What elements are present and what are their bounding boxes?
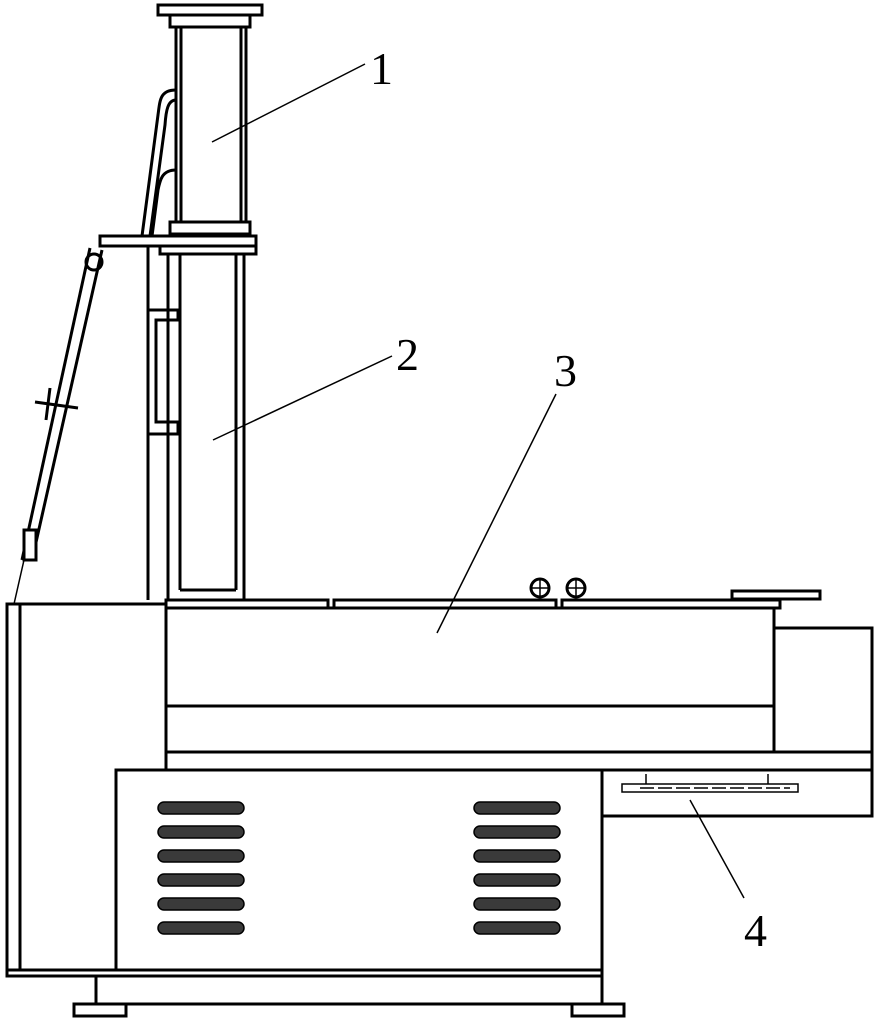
worktable	[164, 577, 874, 754]
label-3: 3	[554, 345, 577, 396]
vent-left	[157, 801, 245, 935]
hydraulic-hoses	[140, 88, 177, 237]
leader-lines	[211, 63, 745, 899]
guide-rail	[621, 774, 799, 793]
column	[146, 246, 246, 602]
vent-right	[473, 801, 561, 935]
label-4: 4	[744, 905, 767, 956]
label-1: 1	[370, 43, 393, 94]
top-plate	[98, 234, 258, 256]
side-lever	[13, 247, 104, 605]
upper-cylinder	[156, 3, 264, 236]
label-2: 2	[396, 329, 419, 380]
